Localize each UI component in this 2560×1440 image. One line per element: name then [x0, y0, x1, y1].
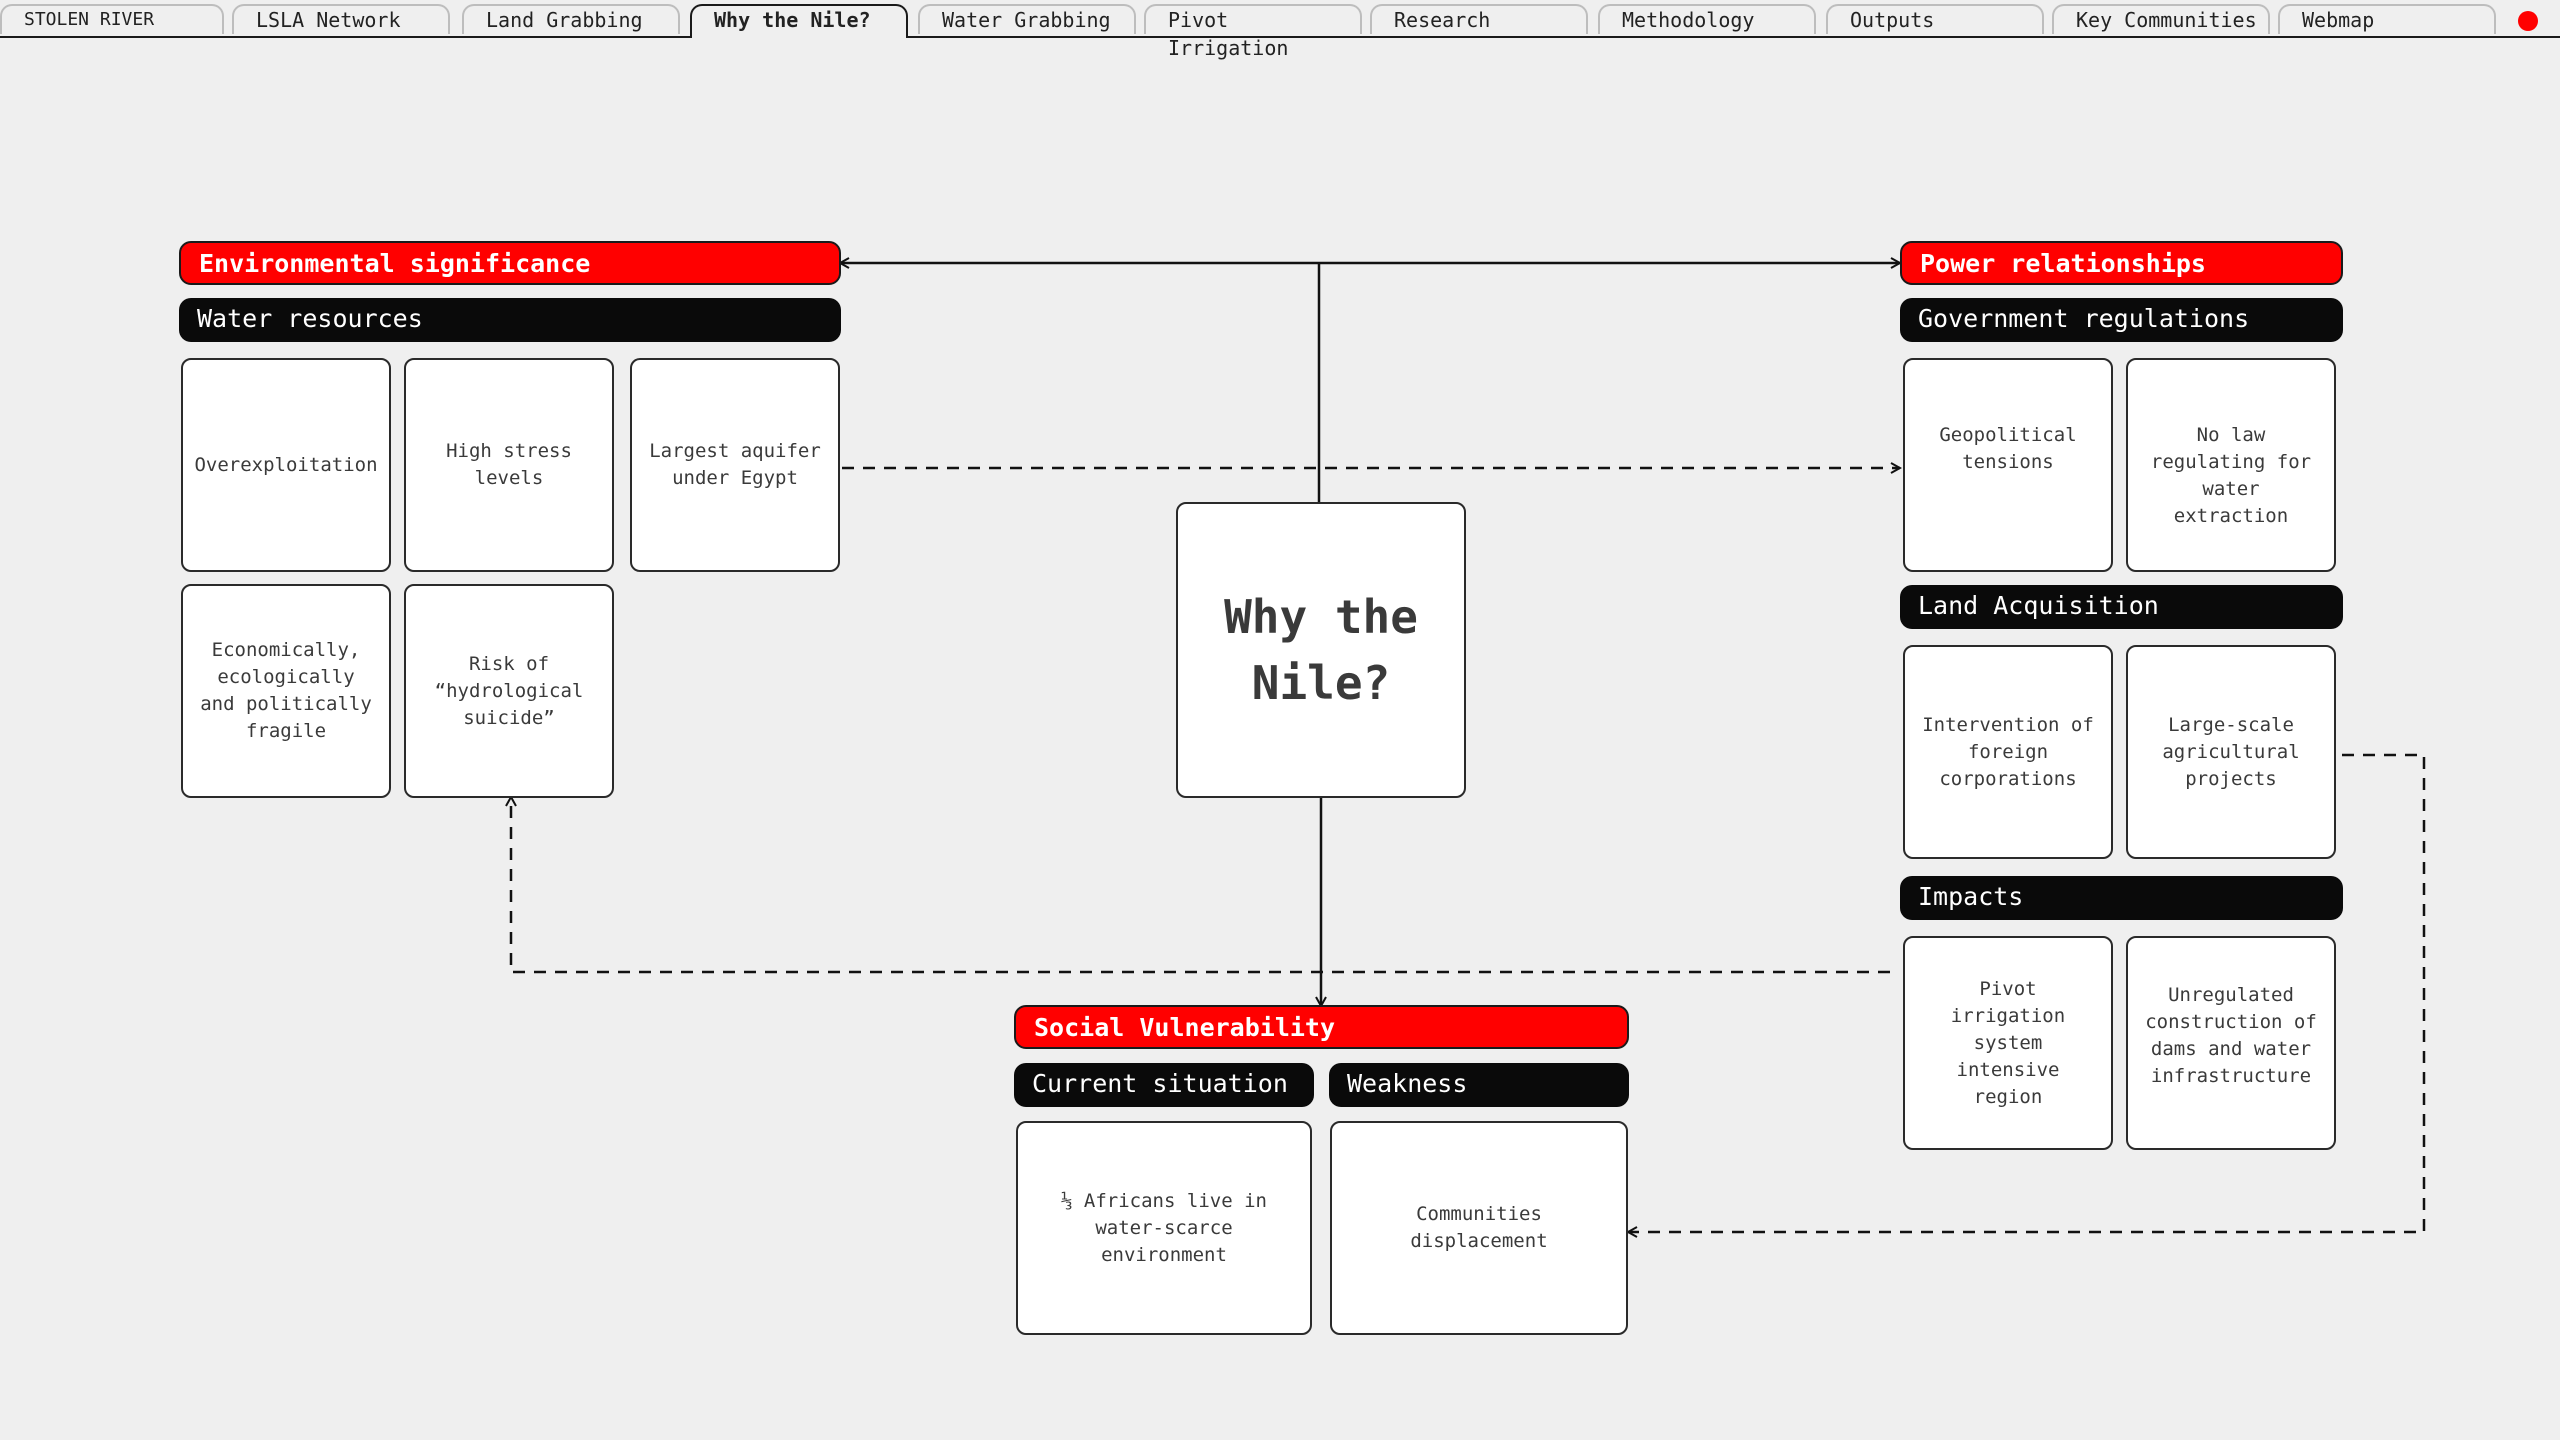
environmental-significance-heading: Environmental significance	[179, 241, 841, 285]
card-overexploitation: Overexploitation	[181, 358, 391, 572]
government-regulations-label: Government regulations	[1900, 298, 2343, 342]
impacts-label: Impacts	[1900, 876, 2343, 920]
card-water-scarce: ⅓ Africans live in water-scarce environm…	[1016, 1121, 1312, 1335]
connector-impacts-risk	[511, 797, 1890, 974]
card-foreign-corporations: Intervention of foreign corporations	[1903, 645, 2113, 859]
tab-research[interactable]: Research	[1370, 4, 1588, 34]
tab-methodology[interactable]: Methodology	[1598, 4, 1816, 34]
current-situation-label: Current situation	[1014, 1063, 1314, 1107]
connector-projects-displacement	[1628, 753, 2426, 1232]
card-hydrological-suicide: Risk of “hydrological suicide”	[404, 584, 614, 798]
tab-key-communities[interactable]: Key Communities	[2052, 4, 2270, 34]
tab-water-grabbing[interactable]: Water Grabbing	[918, 4, 1136, 34]
card-pivot-irrigation: Pivot irrigation system intensive region	[1903, 936, 2113, 1150]
status-dot-icon	[2518, 11, 2538, 31]
tab-pivot-irrigation[interactable]: Pivot Irrigation	[1144, 4, 1362, 60]
power-relationships-heading: Power relationships	[1900, 241, 2343, 285]
tab-webmap[interactable]: Webmap	[2278, 4, 2496, 34]
weakness-label: Weakness	[1329, 1063, 1629, 1107]
tab-outputs[interactable]: Outputs	[1826, 4, 2044, 34]
tab-stolen-river[interactable]: STOLEN RIVER	[0, 4, 224, 34]
land-acquisition-label: Land Acquisition	[1900, 585, 2343, 629]
card-large-scale-projects: Large-scale agricultural projects	[2126, 645, 2336, 859]
card-high-stress-levels: High stress levels	[404, 358, 614, 572]
social-vulnerability-heading: Social Vulnerability	[1014, 1005, 1629, 1049]
tab-lsla-network[interactable]: LSLA Network	[232, 4, 450, 34]
water-resources-label: Water resources	[179, 298, 841, 342]
card-no-law: No law regulating for water extraction	[2126, 358, 2336, 572]
card-largest-aquifer: Largest aquifer under Egypt	[630, 358, 840, 572]
card-unregulated-dams: Unregulated construction of dams and wat…	[2126, 936, 2336, 1150]
tab-why-the-nile[interactable]: Why the Nile?	[690, 4, 908, 38]
tab-bar: STOLEN RIVER LSLA Network Land Grabbing …	[0, 0, 2560, 60]
why-the-nile-title: Why the Nile?	[1176, 502, 1466, 798]
tab-land-grabbing[interactable]: Land Grabbing	[462, 4, 680, 34]
card-communities-displacement: Communities displacement	[1330, 1121, 1628, 1335]
card-fragile: Economically, ecologically and political…	[181, 584, 391, 798]
card-geopolitical-tensions: Geopolitical tensions	[1903, 358, 2113, 572]
